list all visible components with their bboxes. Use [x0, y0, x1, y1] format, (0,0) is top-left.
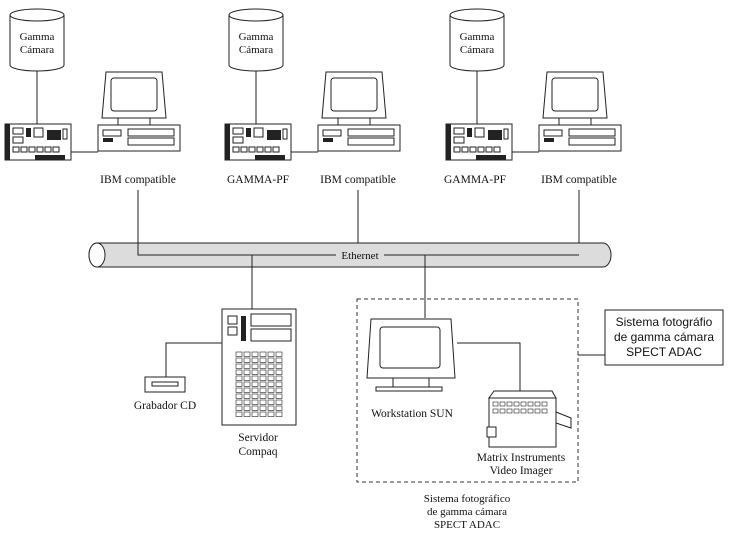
server-vent-grid — [235, 351, 283, 417]
server-label-line1: Servidor — [238, 432, 278, 444]
ethernet-label: Ethernet — [341, 250, 378, 262]
gamma-camera-1-label-line2: Cámara — [20, 44, 54, 56]
pc-icon-2 — [317, 71, 401, 152]
imager-label-line1: Matrix Instruments — [477, 452, 566, 464]
server-compaq: Servidor Compaq — [221, 308, 297, 458]
callout-line-1: Sistema fotográfio — [616, 315, 713, 329]
pc-icon-3 — [538, 71, 622, 152]
caption-line-1: Sistema fotográfico — [424, 493, 511, 505]
imager-label-line2: Video Imager — [490, 465, 553, 477]
caption-line-3: SPECT ADAC — [434, 519, 500, 531]
workstation-sun: Workstation SUN — [366, 318, 456, 420]
gamma-camera-1-label-line1: Gamma — [20, 31, 55, 43]
gamma-camera-3-label-line1: Gamma — [460, 31, 495, 43]
adac-caption: Sistema fotográfico de gamma cámara SPEC… — [424, 493, 511, 531]
adac-group-box — [356, 298, 579, 483]
interface-card-1 — [4, 123, 72, 161]
computer-1-label: IBM compatible — [100, 174, 176, 186]
pc-icon-1 — [97, 71, 181, 152]
callout-line-2: de gamma cámara — [614, 330, 714, 344]
server-label-line2: Compaq — [239, 446, 278, 458]
computer-2-label: IBM compatible — [320, 174, 396, 186]
ethernet-label-bg — [336, 249, 384, 262]
workstation-label: Workstation SUN — [371, 408, 454, 420]
card-3-label: GAMMA-PF — [444, 174, 506, 186]
interface-card-3 — [445, 123, 513, 161]
cd-recorder-label: Grabador CD — [134, 400, 196, 412]
gamma-camera-3-label-line2: Cámara — [460, 44, 494, 56]
interface-card-2 — [224, 123, 292, 161]
station-1: Gamma Cámara IBM compatible — [4, 8, 181, 255]
gamma-camera-2: Gamma Cámara — [228, 8, 284, 72]
adac-callout: Sistema fotográfio de gamma cámara SPECT… — [578, 309, 724, 366]
ethernet-backbone: Ethernet — [88, 242, 612, 318]
station-3: Gamma Cámara GAMMA-PF IBM compatible — [444, 8, 622, 255]
callout-line-3: SPECT ADAC — [626, 345, 702, 359]
gamma-camera-1: Gamma Cámara — [9, 8, 65, 72]
gamma-camera-3: Gamma Cámara — [449, 8, 505, 72]
cd-recorder: Grabador CD — [134, 342, 222, 412]
gamma-camera-2-label-line2: Cámara — [239, 44, 273, 56]
caption-line-2: de gamma cámara — [427, 506, 507, 518]
video-imager: Matrix Instruments Video Imager — [457, 342, 572, 477]
imager-panel-grid — [492, 401, 548, 414]
station-2: Gamma Cámara GAMMA-PF IBM compatible — [224, 8, 401, 250]
gamma-camera-2-label-line1: Gamma — [239, 31, 274, 43]
computer-3-label: IBM compatible — [541, 174, 617, 186]
card-2-label: GAMMA-PF — [227, 174, 289, 186]
